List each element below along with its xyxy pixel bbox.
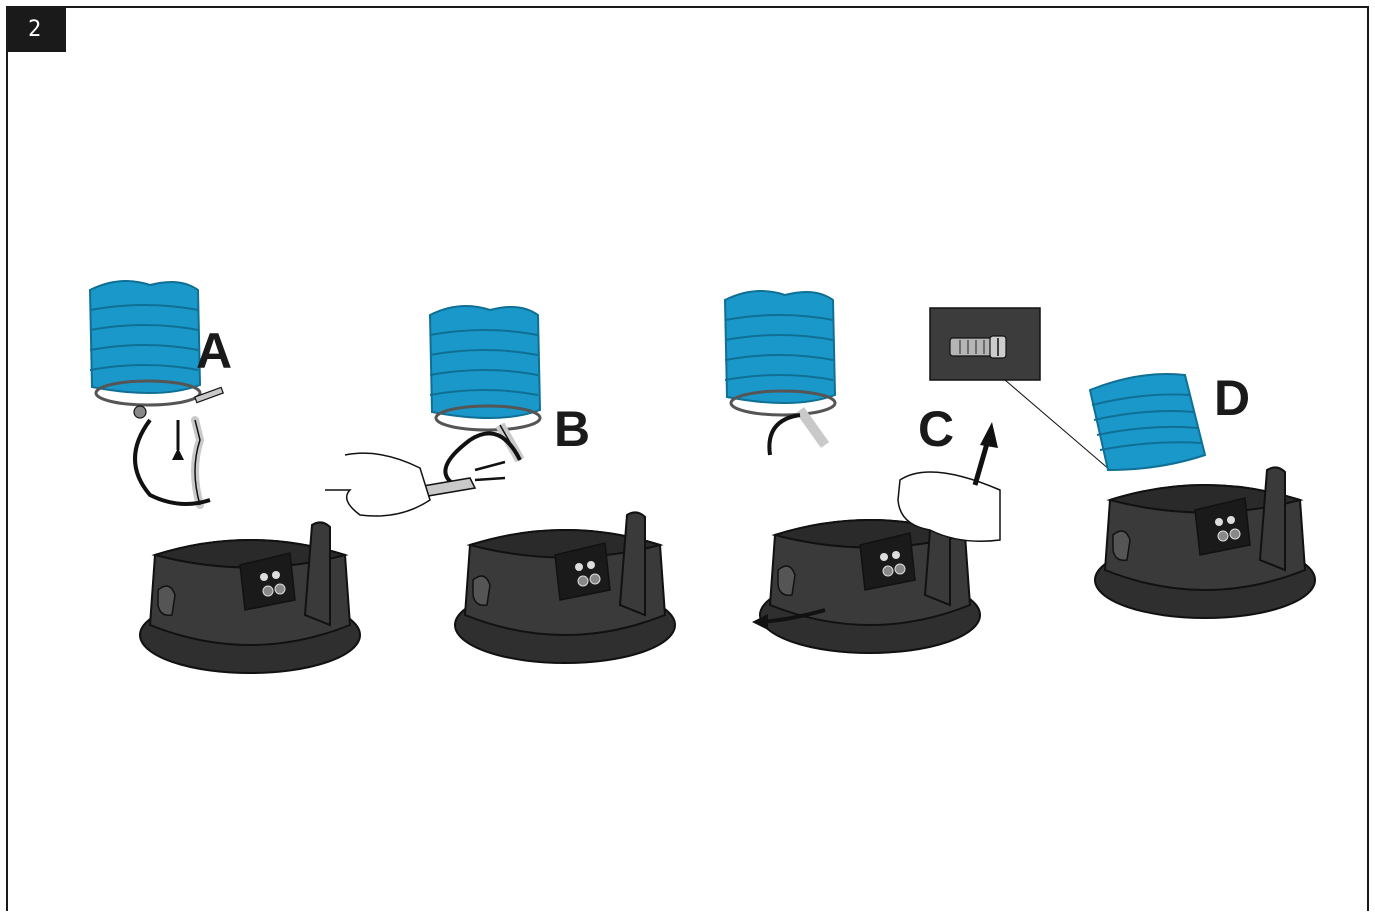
- hose-clamp-detail-inset: [929, 307, 1111, 471]
- step-label-a: A: [196, 323, 232, 379]
- step-d-illustration: [1088, 373, 1316, 619]
- page-number-badge: 2: [8, 8, 66, 52]
- step-label-c: C: [918, 401, 954, 457]
- step-label-d: D: [1214, 370, 1250, 426]
- step-label-b: B: [554, 401, 590, 457]
- step-c-illustration: [723, 289, 1001, 654]
- step-a-illustration: [88, 279, 361, 674]
- step-b-illustration: [325, 304, 676, 664]
- page-frame: [6, 6, 1369, 911]
